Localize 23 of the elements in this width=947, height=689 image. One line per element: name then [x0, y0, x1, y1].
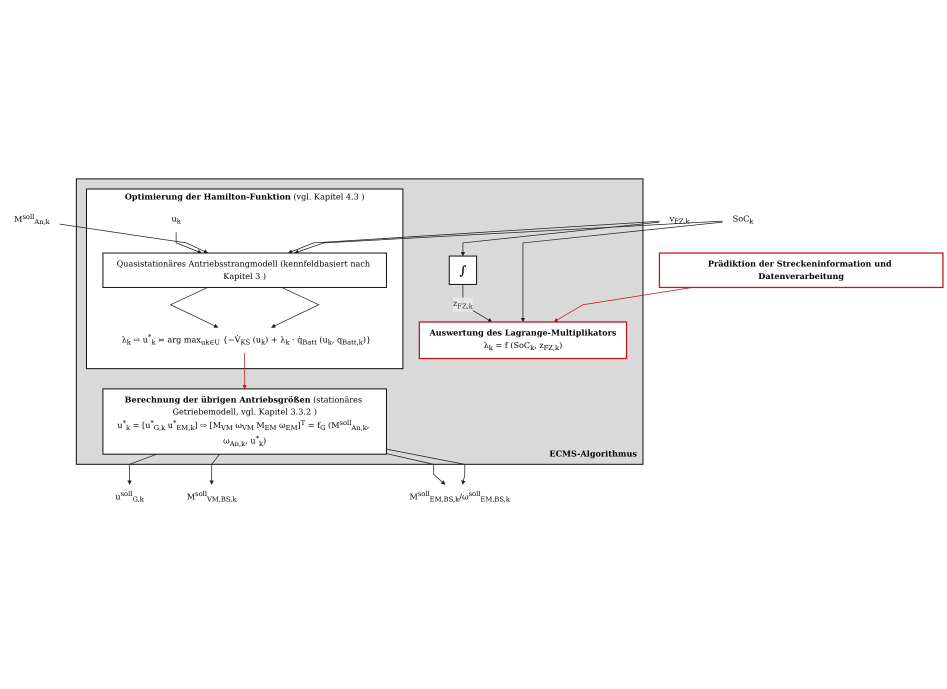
arrow — [242, 352, 247, 390]
node-box — [418, 321, 628, 360]
node-box — [102, 388, 387, 455]
node-text: SoC$_{k}$ — [732, 214, 754, 226]
arrow — [460, 222, 660, 256]
arrow — [288, 220, 660, 254]
arrow — [386, 448, 466, 485]
arrow — [294, 220, 723, 254]
node-box — [102, 252, 387, 288]
node-box — [658, 252, 944, 288]
node-text: u$_{k}$ — [171, 214, 181, 226]
cluster — [76, 178, 644, 465]
node-box — [448, 256, 478, 285]
arrow — [170, 287, 218, 328]
arrow — [271, 287, 320, 328]
arrow — [520, 222, 723, 322]
arrow — [127, 454, 158, 485]
arrow — [386, 453, 446, 485]
cluster — [86, 188, 404, 370]
arrow — [209, 454, 220, 485]
arrow — [60, 224, 208, 254]
arrow — [462, 284, 492, 322]
arrow — [176, 232, 202, 254]
